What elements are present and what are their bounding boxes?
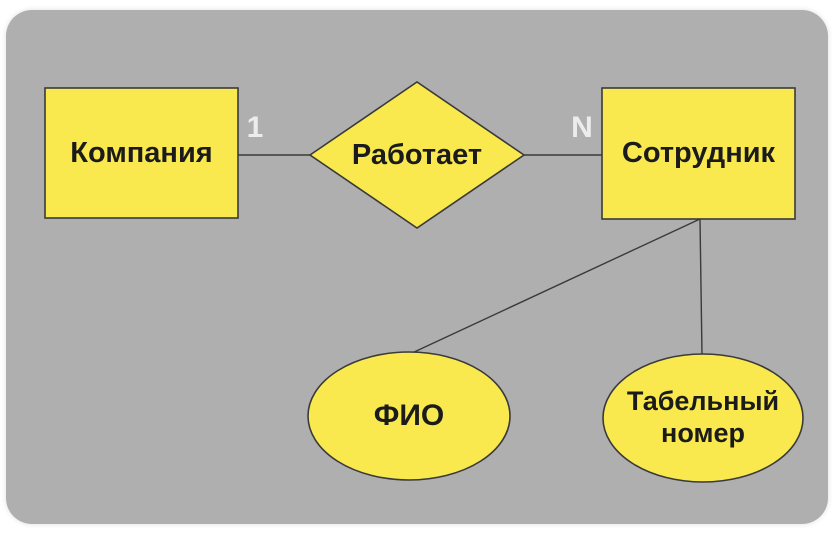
- attribute-tab-number-shape: [602, 353, 804, 483]
- attribute-fio-shape: [307, 351, 511, 481]
- entity-employee-shape: [601, 87, 796, 220]
- edge-employee-fio: [411, 218, 701, 354]
- edge-employee-tab-number: [699, 218, 703, 356]
- relationship-diamond-shape: [308, 81, 526, 229]
- entity-company-shape: [44, 87, 239, 219]
